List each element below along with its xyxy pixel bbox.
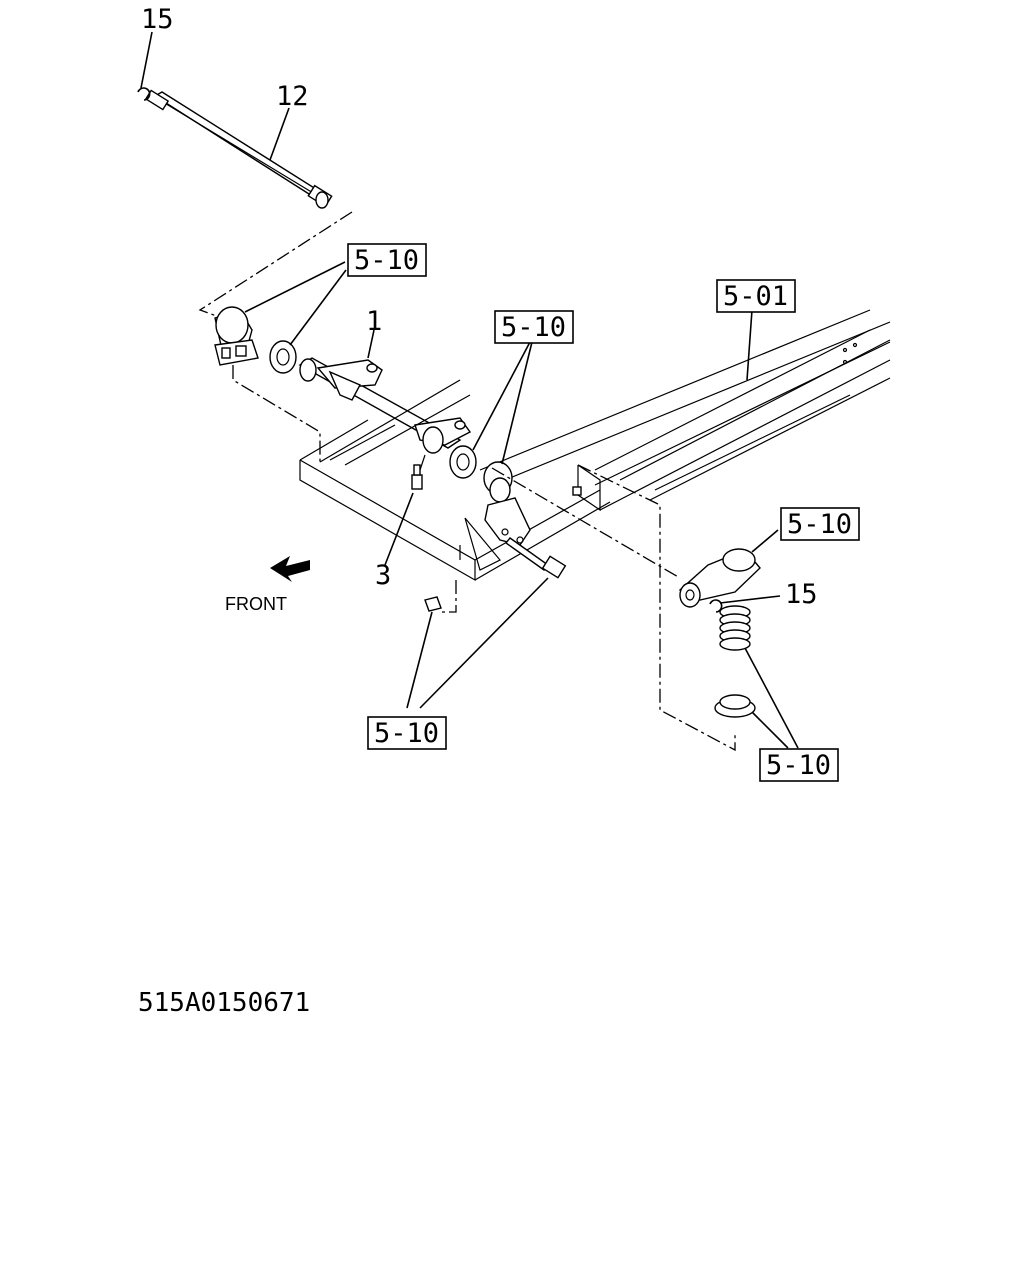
bolt-part [504, 537, 567, 579]
pivot-arm [483, 461, 531, 546]
callout-5-10-b: 5-10 [501, 312, 566, 343]
callout-15-right: 15 [785, 579, 818, 610]
left-mount-bracket [214, 306, 259, 366]
callout-box-5-10-e [759, 748, 839, 782]
frame-rail [479, 309, 891, 511]
callout-3: 3 [375, 560, 391, 591]
callout-5-01: 5-01 [723, 281, 788, 312]
front-arrow-icon [270, 556, 310, 582]
callout-5-10-c: 5-10 [787, 509, 852, 540]
callout-box-5-10-a [347, 243, 427, 277]
frame-vertical-bracket [572, 464, 601, 512]
callout-5-10-e: 5-10 [766, 750, 831, 781]
cross-shaft-part-1 [298, 357, 472, 454]
bushing-left [269, 340, 297, 374]
callout-box-5-10-c [780, 507, 860, 541]
front-direction-label: FRONT [225, 594, 287, 614]
callout-box-5-10-b [494, 310, 574, 344]
coil-spring [719, 605, 751, 651]
callout-5-10-a: 5-10 [354, 245, 419, 276]
clip-part-15-top [137, 87, 151, 101]
spring-seat [714, 694, 756, 718]
callout-12: 12 [276, 81, 309, 112]
callout-box-5-10-d [367, 716, 447, 750]
bushing-center [449, 445, 477, 479]
callout-box-5-01 [716, 279, 796, 313]
frame-crossmember [299, 379, 611, 582]
nut-part [424, 596, 442, 612]
callout-1: 1 [366, 306, 382, 337]
callout-15-top: 15 [141, 4, 174, 35]
spring-hanger-bracket [678, 548, 761, 608]
rod-part-12 [144, 89, 333, 209]
drawing-code: 515A0150671 [138, 988, 310, 1018]
callout-5-10-d: 5-10 [374, 718, 439, 749]
